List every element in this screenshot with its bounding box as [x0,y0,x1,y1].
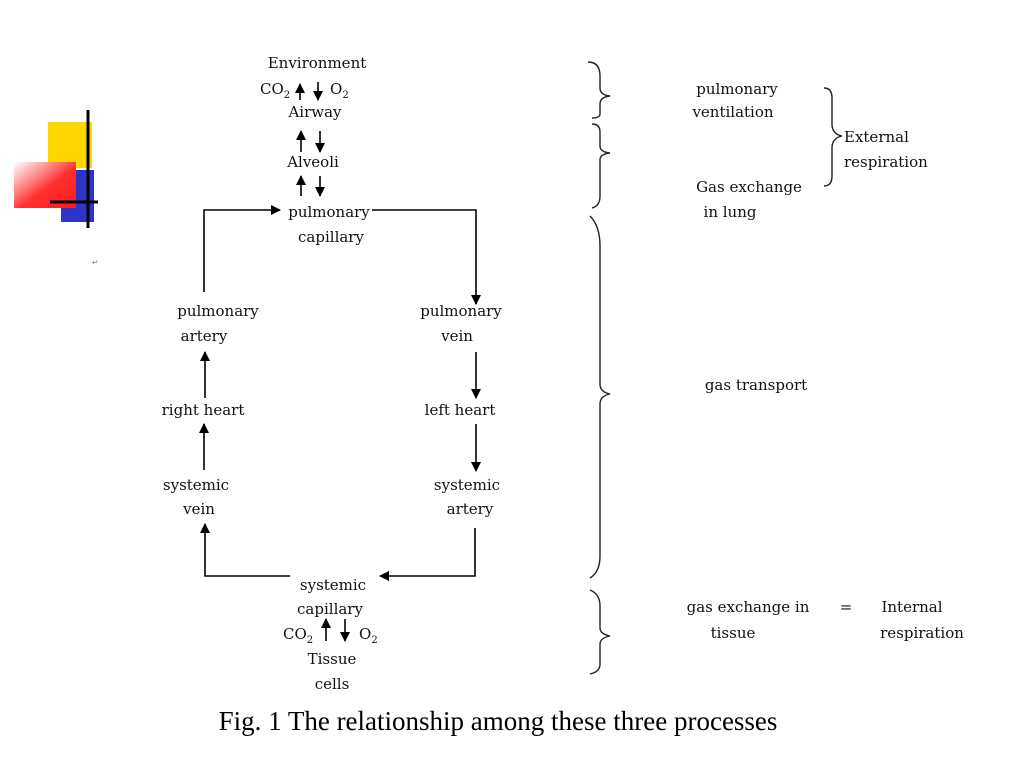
yellow-square [48,122,92,168]
external-respiration-label-2: respiration [844,153,928,171]
pulmonary-capillary-label-2: capillary [298,228,364,246]
pulmonary-artery-label-2: artery [181,327,228,345]
brace-external-respiration [823,87,843,187]
co2-top-label: CO2 [260,80,290,101]
left-heart-label: left heart [425,401,496,419]
systemic-vein-label-1: systemic [163,476,229,494]
alveoli-label: Alveoli [286,153,339,171]
right-heart-label: right heart [162,401,245,419]
slide-decoration [14,110,98,228]
environment-label: Environment [268,54,367,72]
systemic-vein-label-2: vein [182,500,215,518]
o2-bottom-label: O2 [359,625,378,646]
gas-exchange-lung-label-2: in lung [704,203,757,221]
co2-bottom-label: CO2 [283,625,313,646]
brace-gas-exchange-tissue [589,589,611,675]
systemic-capillary-label-2: capillary [297,600,363,618]
brace-gas-transport [589,215,611,579]
o2-top-label: O2 [330,80,349,101]
internal-respiration-label-2: respiration [880,624,964,642]
pulmonary-vein-label-1: pulmonary [420,302,502,320]
capillary-to-pulmonary-vein-arrow [372,209,481,305]
red-square [14,162,76,208]
gas-exchange-tissue-label-2: tissue [711,624,756,642]
systemic-artery-to-capillary-arrow [379,528,476,581]
pulmonary-vein-label-2: vein [440,327,473,345]
pulmonary-artery-to-capillary-arrow [203,205,281,292]
systemic-capillary-to-vein-arrow [200,523,290,577]
systemic-artery-label-2: artery [447,500,494,518]
pulmonary-capillary-label-1: pulmonary [288,203,370,221]
gas-transport-label: gas transport [705,376,807,394]
airway-label: Airway [287,103,342,121]
brace-gas-exchange-lung [591,123,611,209]
systemic-artery-label-1: systemic [434,476,500,494]
figure-caption: Fig. 1 The relationship among these thre… [219,706,778,736]
external-respiration-label-1: External [844,128,909,146]
pulmonary-ventilation-label-2: ventilation [691,103,773,121]
pulmonary-ventilation-label-1: pulmonary [696,80,778,98]
pulmonary-artery-label-1: pulmonary [177,302,259,320]
equals-sign: = [840,598,853,616]
tissue-cells-label-1: Tissue [308,650,357,668]
tissue-cells-label-2: cells [315,675,350,693]
stray-mark: ↵ [92,258,99,267]
systemic-capillary-label-1: systemic [300,576,366,594]
brace-pulmonary-ventilation [587,61,611,119]
internal-respiration-label-1: Internal [881,598,942,616]
gas-exchange-lung-label-1: Gas exchange [696,178,802,196]
gas-exchange-tissue-label-1: gas exchange in [687,598,810,616]
